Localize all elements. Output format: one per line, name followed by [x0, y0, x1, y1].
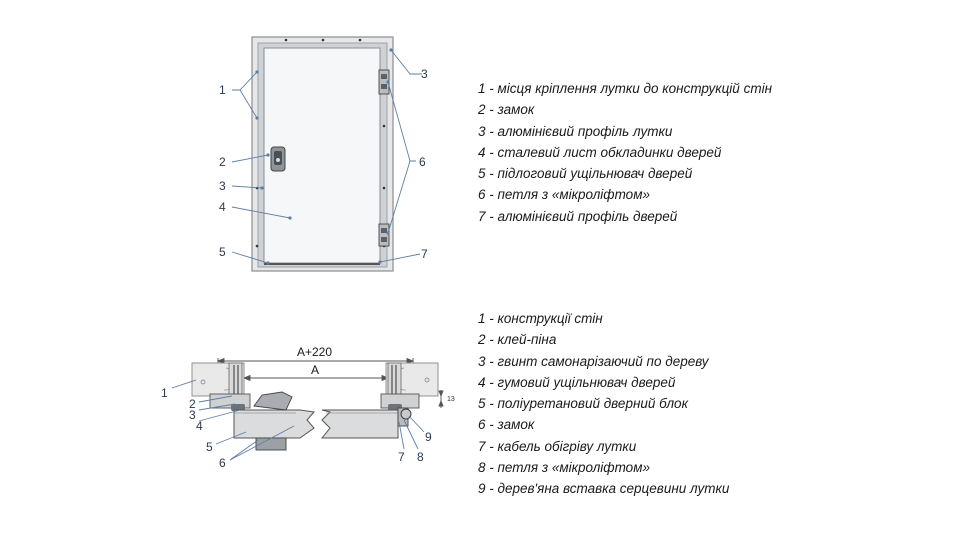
legend-section-view: 1 - конструкції стін 2 - клей-піна 3 - г…: [478, 308, 729, 500]
legend-item: 5 - поліуретановий дверний блок: [478, 396, 688, 412]
legend-item: 7 - алюмінієвий профіль дверей: [478, 208, 678, 224]
legend-item: 5 - підлоговий ущільнювач дверей: [478, 166, 693, 182]
top-callout-7: 7: [421, 247, 428, 261]
legend-item: 9 - дерев'яна вставка серцевини лутки: [478, 481, 730, 497]
legend-item: 4 - гумовий ущільнювач дверей: [478, 374, 676, 390]
legend-item: 2 - замок: [478, 102, 535, 118]
top-callout-5: 5: [219, 245, 226, 259]
legend-item: 3 - гвинт самонарізаючий по дереву: [478, 353, 709, 369]
legend-front-view: 1 - місця кріплення лутки до конструкцій…: [478, 78, 772, 227]
top-callout-2: 2: [219, 155, 226, 169]
legend-item: 1 - конструкції стін: [478, 311, 603, 326]
top-leaders: [231, 49, 422, 264]
top-callout-1: 1: [219, 83, 226, 97]
legend-item: 1 - місця кріплення лутки до конструкцій…: [478, 81, 772, 96]
top-callout-4: 4: [219, 200, 226, 214]
door-lock: [270, 146, 286, 172]
legend-item: 7 - кабель обігріву лутки: [478, 438, 637, 454]
top-leader-ends: [255, 48, 393, 265]
legend-item: 3 - алюмінієвий профіль лутки: [478, 123, 673, 139]
hinge-bottom: [378, 223, 390, 247]
top-callout-3-left: 3: [219, 179, 226, 193]
top-callout-6: 6: [419, 155, 426, 169]
legend-item: 6 - замок: [478, 417, 535, 433]
legend-item: 8 - петля з «мікроліфтом»: [478, 460, 650, 476]
legend-item: 6 - петля з «мікроліфтом»: [478, 187, 650, 203]
top-callout-3-right: 3: [421, 67, 428, 81]
legend-item: 4 - сталевий лист обкладинки дверей: [478, 144, 722, 160]
legend-item: 2 - клей-піна: [478, 332, 557, 348]
